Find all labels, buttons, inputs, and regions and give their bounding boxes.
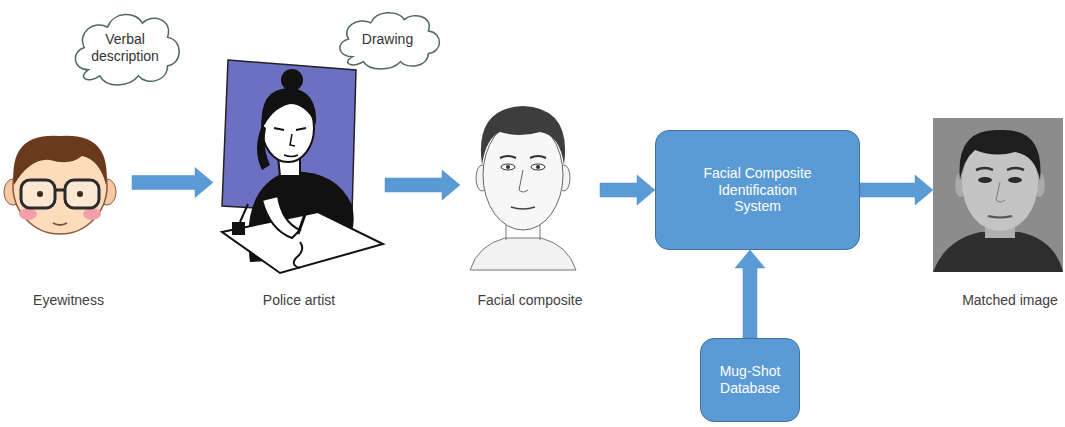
composite-sketch bbox=[536, 165, 540, 169]
illustration-node: Eyewitness bbox=[5, 130, 132, 235]
eyewitness-illustration bbox=[83, 208, 101, 220]
police-artist-illustration bbox=[262, 196, 300, 238]
eyewitness-illustration bbox=[19, 208, 37, 220]
police-artist-illustration bbox=[232, 222, 245, 235]
matched-photo bbox=[960, 130, 1041, 180]
police-artist-illustration bbox=[281, 69, 303, 91]
eyewitness-illustration bbox=[21, 180, 55, 208]
cloud-outline bbox=[340, 13, 440, 69]
node-label: Facial Composite Identification System bbox=[695, 165, 820, 215]
matched-photo bbox=[933, 118, 1063, 272]
cloud-outline bbox=[75, 15, 179, 85]
block-arrow bbox=[600, 175, 655, 205]
eyewitness-illustration bbox=[53, 223, 67, 225]
matched-photo bbox=[988, 216, 1012, 218]
police-artist-illustration bbox=[222, 60, 383, 273]
block-arrow bbox=[132, 168, 213, 198]
composite-sketch bbox=[501, 164, 515, 170]
database-box: Mug-Shot Database bbox=[700, 338, 800, 422]
node-label: Drawing bbox=[362, 31, 413, 48]
thought-cloud: Drawing bbox=[330, 5, 445, 73]
matched-photo bbox=[978, 177, 992, 183]
block-arrow bbox=[735, 250, 765, 338]
caption-label: Matched image bbox=[962, 292, 1058, 309]
caption-label: Eyewitness bbox=[33, 292, 104, 309]
node-label: Verbal description bbox=[83, 31, 167, 65]
police-artist-illustration bbox=[298, 206, 308, 234]
composite-sketch bbox=[511, 207, 535, 209]
police-artist-illustration bbox=[294, 242, 303, 268]
illustration-node: Police artist bbox=[213, 50, 385, 275]
illustration-node: Matched image bbox=[933, 118, 1063, 272]
caption-label: Facial composite bbox=[477, 292, 582, 309]
composite-sketch bbox=[481, 106, 565, 165]
matched-photo bbox=[1008, 177, 1022, 183]
matched-photo bbox=[996, 182, 1005, 202]
composite-sketch bbox=[470, 106, 576, 270]
eyewitness-illustration bbox=[4, 136, 116, 234]
block-arrow bbox=[860, 175, 933, 205]
thought-cloud: Verbal description bbox=[65, 5, 185, 90]
eyewitness-illustration bbox=[13, 136, 106, 185]
illustration-node: Facial composite bbox=[460, 100, 600, 270]
composite-sketch bbox=[500, 156, 546, 158]
node-label: Mug-Shot Database bbox=[710, 363, 790, 397]
process-box: Facial Composite Identification System bbox=[655, 130, 860, 250]
police-artist-illustration bbox=[290, 134, 295, 146]
police-artist-illustration bbox=[257, 125, 270, 170]
eyewitness-illustration bbox=[65, 180, 99, 208]
police-artist-illustration bbox=[284, 155, 298, 157]
composite-sketch bbox=[519, 170, 528, 192]
eyewitness-illustration bbox=[37, 191, 43, 197]
eyewitness-illustration bbox=[77, 191, 83, 197]
police-artist-illustration bbox=[274, 128, 306, 130]
matched-photo bbox=[976, 168, 1024, 170]
eyewitness-illustration bbox=[55, 189, 65, 192]
police-artist-illustration bbox=[262, 88, 317, 130]
composite-sketch bbox=[531, 164, 545, 170]
police-artist-illustration bbox=[240, 204, 248, 222]
matched-photo bbox=[933, 118, 1063, 272]
composite-sketch bbox=[470, 238, 576, 270]
composite-sketch bbox=[506, 165, 510, 169]
caption-label: Police artist bbox=[263, 292, 335, 309]
block-arrow bbox=[385, 170, 460, 200]
